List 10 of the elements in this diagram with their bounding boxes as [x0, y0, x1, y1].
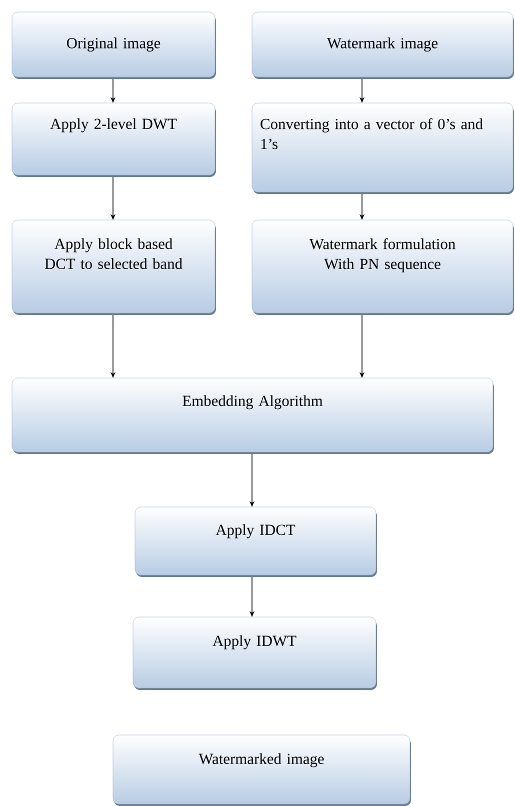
process-box: Apply 2-level DWT: [12, 102, 216, 177]
process-box: Converting into a vector of 0’s and 1’s: [252, 102, 514, 194]
process-box: Apply block based DCT to selected band: [12, 220, 216, 315]
process-box: Watermarked image: [112, 734, 411, 806]
process-box: Original image: [12, 12, 216, 79]
process-box: Apply IDCT: [134, 506, 377, 577]
process-box: Embedding Algorithm: [12, 378, 494, 454]
process-box: Watermark formulation With PN sequence: [252, 220, 514, 315]
process-box: Watermark image: [252, 12, 514, 79]
process-box: Apply IDWT: [132, 616, 377, 690]
